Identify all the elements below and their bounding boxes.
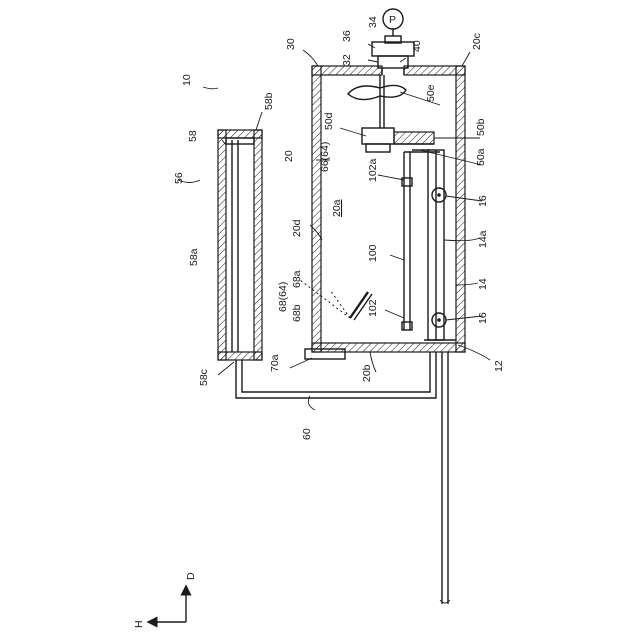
label-36: 36 [341,30,353,42]
impeller [348,75,406,128]
axis-d-label: D [185,572,197,580]
label-34: 34 [367,16,379,28]
label-16-bottom: 16 [477,312,489,324]
label-30: 30 [285,38,297,50]
label-32: 32 [341,54,353,66]
label-58a: 58a [188,248,200,266]
direction-axes: D H [133,572,197,628]
label-102: 102 [367,299,379,317]
label-20c: 20c [471,33,483,50]
label-58c: 58c [198,369,210,386]
flap-68 [300,280,372,320]
carriage-14 [424,150,456,340]
label-50b: 50b [475,118,487,136]
label-12: 12 [493,360,505,372]
label-60: 60 [301,428,313,440]
label-66-64: 66(64) [319,142,331,172]
frame-100 [402,150,430,330]
label-50a: 50a [475,148,487,166]
column-58 [218,130,262,360]
label-20d: 20d [291,219,303,237]
label-20: 20 [283,150,295,162]
label-20b: 20b [361,364,373,382]
label-102a: 102a [367,158,379,182]
pump-symbol: P [389,14,396,26]
label-14: 14 [477,278,489,290]
label-70a: 70a [269,354,281,372]
label-10: 10 [181,74,193,86]
label-20a: 20a [331,199,343,217]
label-68b: 68b [291,304,303,322]
label-16-top: 16 [477,195,489,207]
gear-unit-50 [362,128,440,152]
axis-h-label: H [133,620,145,628]
label-14a: 14a [477,230,489,248]
label-68a: 68a [291,270,303,288]
label-58: 58 [187,130,199,142]
label-50d: 50d [323,112,335,130]
label-40: 40 [411,40,423,52]
label-56: 56 [173,172,185,184]
label-50e: 50e [425,84,437,102]
label-58b: 58b [263,92,275,110]
label-68-64: 68(64) [277,282,289,312]
label-100: 100 [367,244,379,262]
